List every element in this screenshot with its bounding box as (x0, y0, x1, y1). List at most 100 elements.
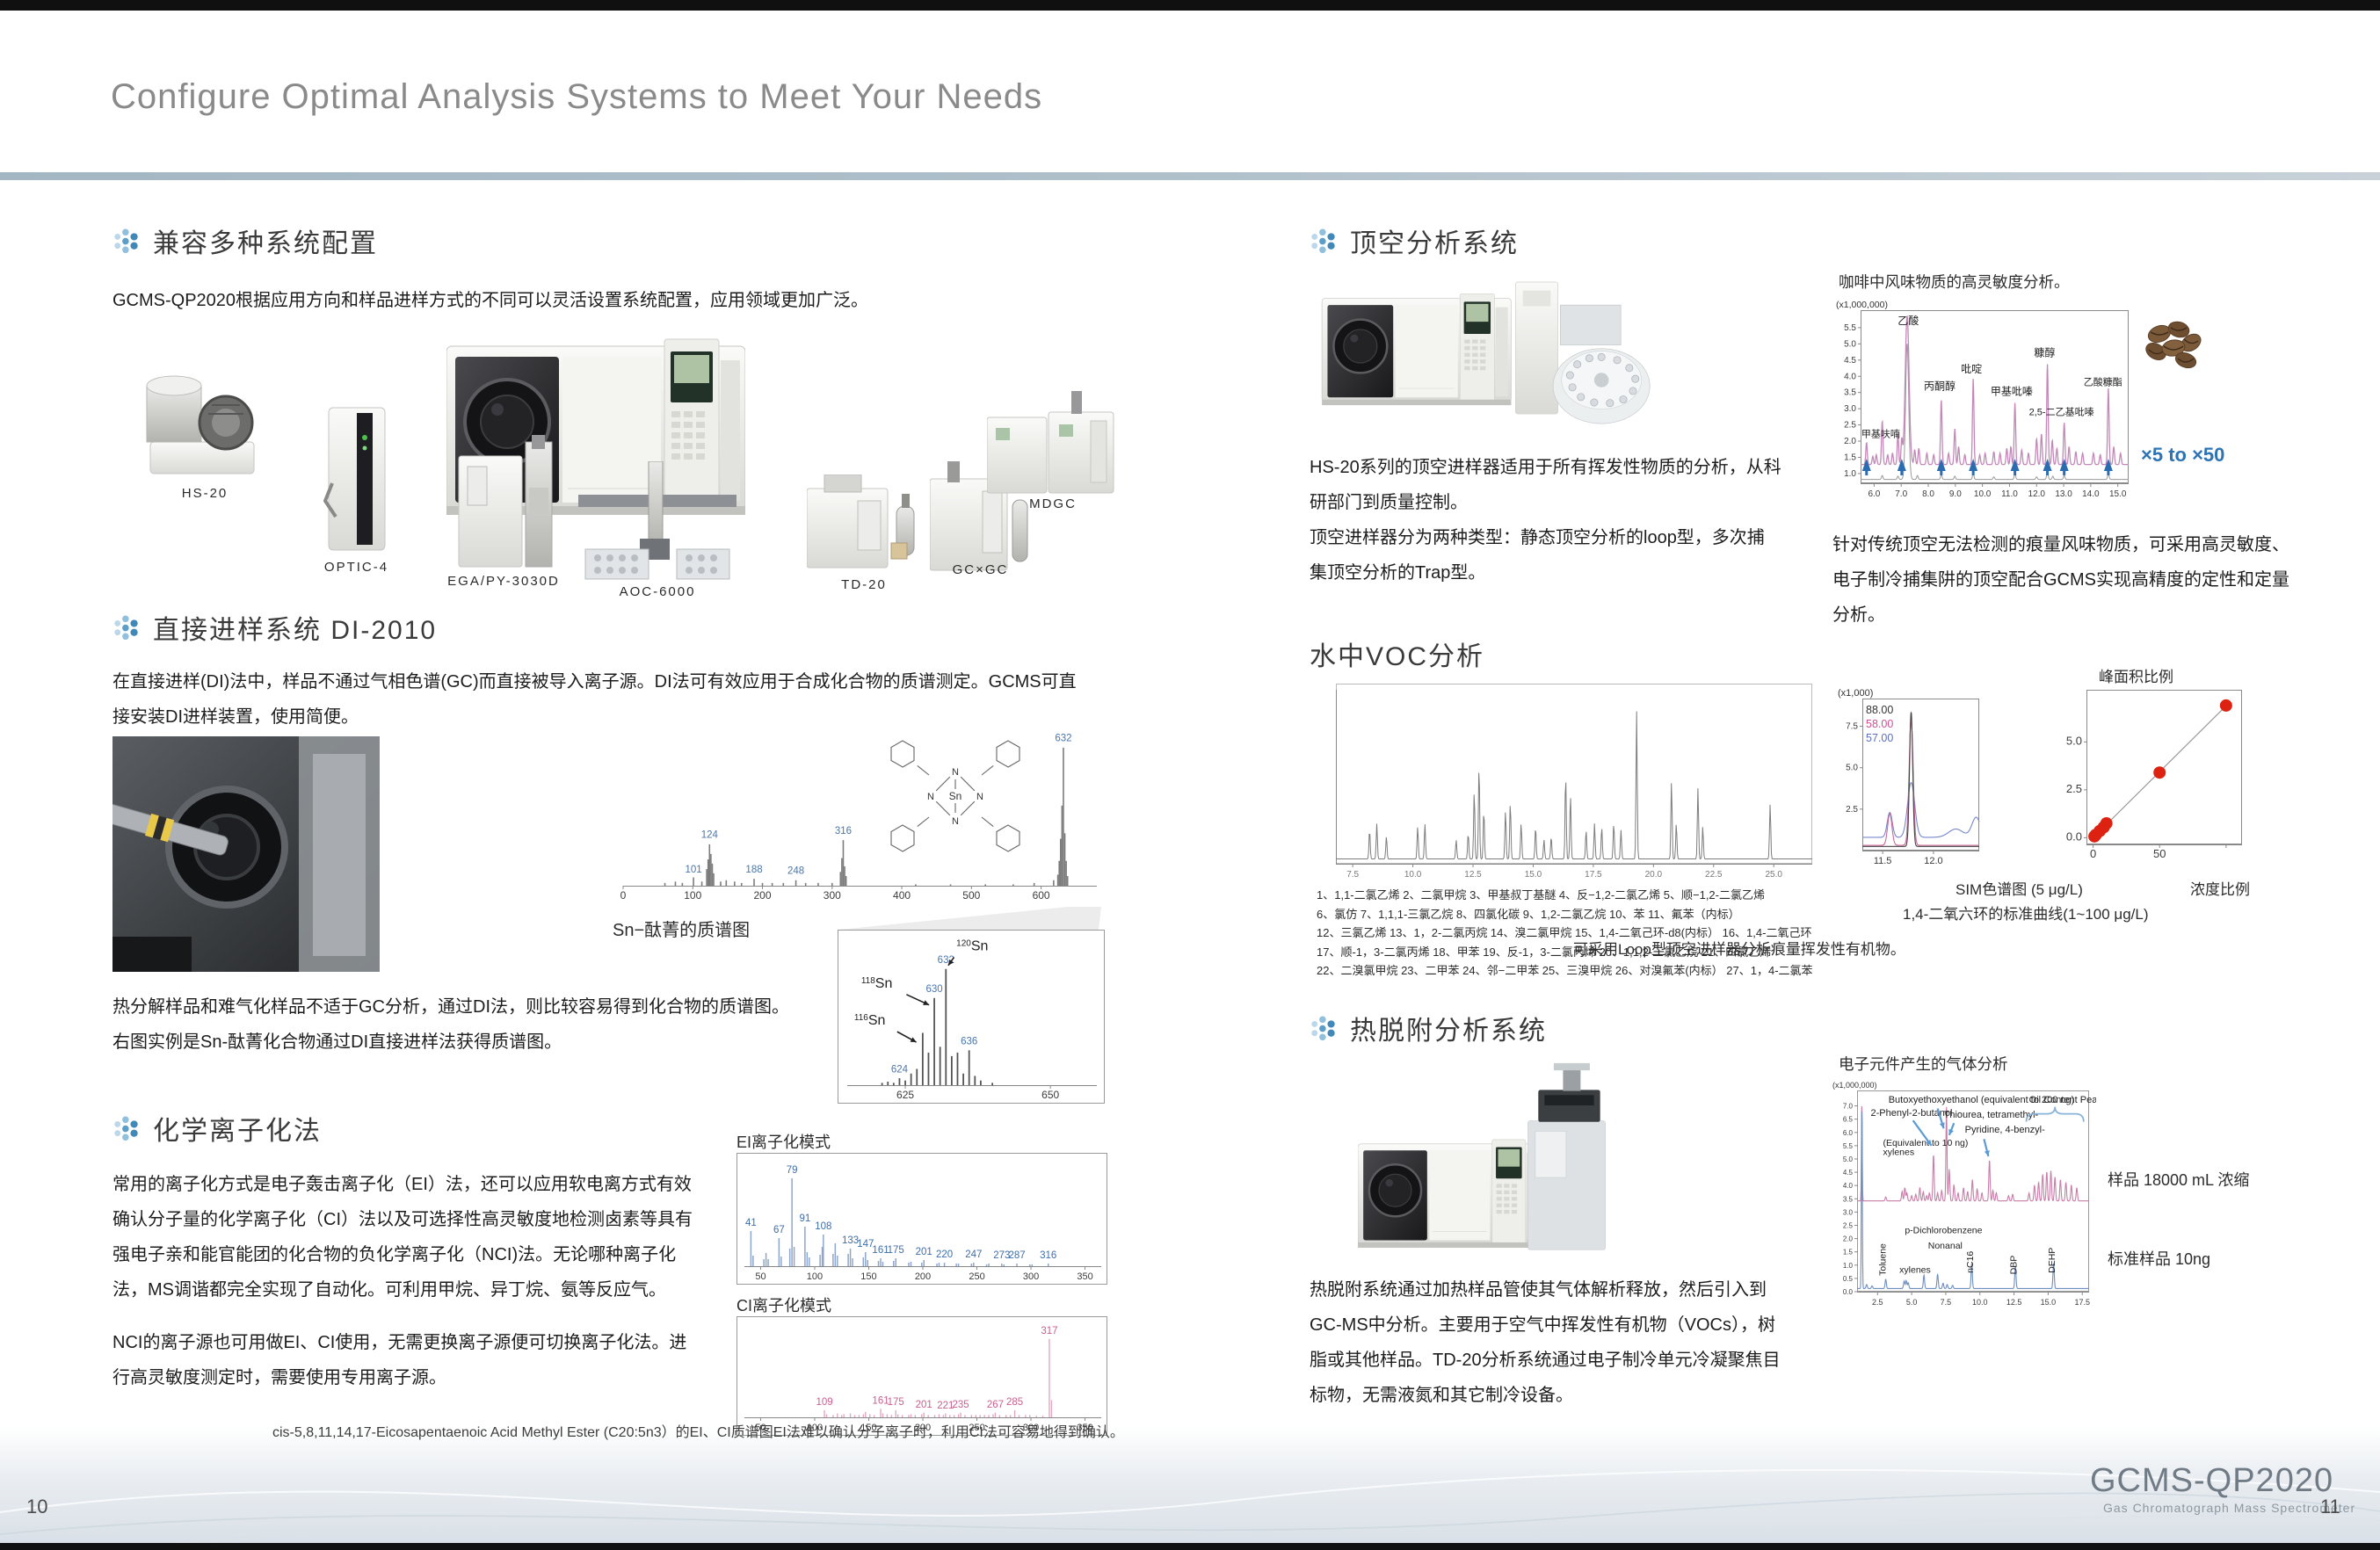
section-heading-label: 直接进样系统 DI-2010 (153, 616, 438, 645)
svg-text:267: 267 (987, 1400, 1004, 1410)
svg-text:丙酮醇: 丙酮醇 (1924, 380, 1956, 393)
svg-text:317: 317 (1041, 1326, 1057, 1336)
svg-text:15.0: 15.0 (2109, 489, 2127, 499)
calibration-xlabel: 浓度比例 (2190, 881, 2250, 898)
svg-text:161: 161 (872, 1245, 889, 1256)
svg-text:175: 175 (888, 1397, 904, 1408)
svg-text:吡啶: 吡啶 (1961, 363, 1982, 375)
svg-text:乙酸糠酯: 乙酸糠酯 (2084, 376, 2122, 388)
svg-text:67: 67 (773, 1225, 785, 1235)
svg-text:p-Dichlorobenzene: p-Dichlorobenzene (1905, 1226, 1982, 1236)
svg-text:3.5: 3.5 (1844, 388, 1856, 398)
svg-text:201: 201 (916, 1247, 932, 1257)
svg-text:7.0: 7.0 (1843, 1103, 1854, 1111)
svg-text:10.0: 10.0 (1972, 1298, 1988, 1307)
svg-text:15.0: 15.0 (1525, 870, 1542, 880)
section-heading-headspace: 顶空分析系统 (1310, 221, 1519, 260)
sn-spectrum-caption: Sn−酞菁的质谱图 (613, 921, 751, 940)
svg-text:100: 100 (684, 889, 701, 902)
svg-text:甲基呋喃: 甲基呋喃 (1861, 428, 1900, 440)
svg-text:5.0: 5.0 (1906, 1298, 1918, 1307)
svg-text:4.0: 4.0 (1844, 372, 1856, 381)
svg-text:xylenes: xylenes (1883, 1147, 1915, 1157)
svg-text:7.5: 7.5 (1846, 722, 1858, 732)
svg-text:5.0: 5.0 (1843, 1155, 1854, 1163)
svg-text:2.5: 2.5 (1843, 1221, 1854, 1229)
headspace-body-right: 针对传统顶空无法检测的痕量风味物质，可采用高灵敏度、 电子制冷捕集阱的顶空配合G… (1832, 535, 2289, 625)
svg-text:316: 316 (835, 826, 852, 837)
svg-text:2.0: 2.0 (1844, 437, 1856, 446)
svg-text:200: 200 (915, 1423, 931, 1433)
calibration-title: 峰面积比例 (2099, 669, 2173, 685)
svg-text:糠醇: 糠醇 (2034, 345, 2055, 359)
svg-text:2-Phenyl-2-butanol: 2-Phenyl-2-butanol (1871, 1108, 1953, 1119)
instrument-photo-hs20 (146, 375, 255, 474)
svg-text:4.5: 4.5 (1843, 1169, 1854, 1177)
svg-text:1.5: 1.5 (1843, 1249, 1854, 1257)
svg-text:350: 350 (1077, 1271, 1092, 1282)
svg-text:120Sn: 120Sn (956, 939, 988, 954)
di-probe-photo (112, 736, 380, 972)
svg-text:20.0: 20.0 (1645, 870, 1663, 880)
svg-text:57.00: 57.00 (1866, 732, 1893, 744)
svg-text:273: 273 (993, 1250, 1010, 1261)
svg-text:6.0: 6.0 (1868, 489, 1880, 499)
svg-text:250: 250 (969, 1423, 984, 1433)
svg-text:600: 600 (1033, 889, 1050, 902)
svg-text:25.0: 25.0 (1765, 870, 1782, 880)
instrument-photo-td20 (807, 474, 915, 569)
svg-text:3.5: 3.5 (1843, 1195, 1854, 1203)
svg-text:N: N (952, 767, 959, 778)
svg-text:6.0: 6.0 (1843, 1129, 1854, 1137)
svg-text:(x1,000,000): (x1,000,000) (1836, 300, 1888, 310)
svg-text:50: 50 (2153, 847, 2166, 860)
svg-text:11.5: 11.5 (1874, 856, 1892, 866)
svg-text:5.0: 5.0 (2066, 734, 2082, 747)
section2-body2: 热分解样品和难气化样品不适于GC分析，通过DI法，则比较容易得到化合物的质谱图。… (112, 997, 789, 1052)
product-label: EGA/PY-3030D (447, 574, 560, 589)
section-heading-voc: 水中VOC分析 (1310, 642, 1485, 671)
svg-text:1.5: 1.5 (1844, 453, 1856, 462)
headspace-system-photo (1320, 281, 1651, 424)
instrument-photo-aoc6000 (578, 461, 736, 580)
section3-body1: 常用的离子化方式是电子轰击离子化（EI）法，还可以应用软电离方式有效 确认分子量… (112, 1175, 693, 1300)
thermal-desorption-system-photo (1358, 1062, 1606, 1250)
svg-text:Toluene: Toluene (1877, 1243, 1888, 1276)
svg-text:2.5: 2.5 (1872, 1298, 1883, 1307)
svg-text:632: 632 (1055, 734, 1071, 744)
svg-text:250: 250 (969, 1271, 984, 1282)
svg-text:(x1,000,000): (x1,000,000) (1832, 1081, 1877, 1090)
product-label: AOC-6000 (619, 584, 696, 599)
svg-text:12.0: 12.0 (2028, 489, 2046, 499)
svg-text:133: 133 (842, 1235, 859, 1246)
egas-chart-title: 电子元件产生的气体分析 (1839, 1055, 2008, 1073)
voc-list-line: 17、顺-1，3-二氯丙烯 18、甲苯 19、反-1，3-二氯丙烯 20、1,1… (1317, 945, 1772, 959)
svg-text:3.0: 3.0 (1843, 1208, 1854, 1216)
sim-caption2: 1,4-二氧六环的标准曲线(1~100 μg/L) (1903, 906, 2149, 923)
svg-text:1.0: 1.0 (1843, 1262, 1854, 1270)
product-label: MDGC (1029, 496, 1077, 511)
footer-wave-decoration (0, 1468, 2380, 1543)
magnification-note: ×5 to ×50 (2141, 444, 2225, 466)
svg-text:乙酸: 乙酸 (1897, 314, 1919, 327)
voc-compound-list: 1、1,1-二氯乙烯 2、二氯甲烷 3、甲基叔丁基醚 4、反−1,2-二氯乙烯 … (1317, 886, 1813, 981)
svg-text:100: 100 (807, 1423, 823, 1433)
ei-mode-label: EI离子化模式 (736, 1134, 831, 1151)
svg-text:400: 400 (893, 889, 911, 902)
svg-text:3.0: 3.0 (1844, 404, 1856, 414)
section-heading-thermal-desorption: 热脱附分析系统 (1310, 1009, 1547, 1047)
svg-text:nC16: nC16 (1965, 1251, 1976, 1273)
brand-name: GCMS-QP2020 (2090, 1462, 2334, 1499)
svg-text:500: 500 (962, 889, 980, 902)
svg-text:636: 636 (961, 1037, 977, 1047)
svg-text:0.0: 0.0 (1843, 1288, 1854, 1296)
section2-body: 在直接进样(DI)法中，样品不通过气相色谱(GC)而直接被导入离子源。DI法可有… (112, 672, 1077, 727)
svg-text:248: 248 (787, 866, 804, 877)
svg-text:Oil Content Peak: Oil Content Peak (2029, 1095, 2096, 1105)
svg-text:Nonanal: Nonanal (1928, 1241, 1963, 1251)
